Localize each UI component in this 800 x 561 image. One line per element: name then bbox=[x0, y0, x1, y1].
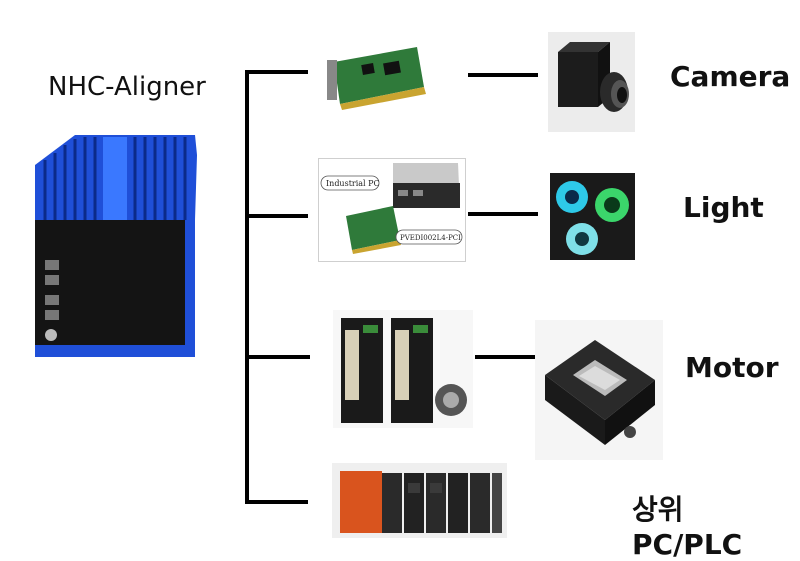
aligner-device-image bbox=[15, 125, 210, 370]
label-motor: Motor bbox=[685, 351, 779, 384]
bus-branch-motor bbox=[245, 355, 310, 359]
industrial-pc-callout: Industrial PC bbox=[326, 179, 380, 188]
ring-lights-image bbox=[550, 173, 635, 260]
bus-vertical-line bbox=[245, 70, 249, 503]
motor-stage-image bbox=[535, 320, 663, 460]
servo-drives-image bbox=[333, 310, 473, 428]
label-plc: 상위 PC/PLC bbox=[632, 493, 743, 561]
bus-branch-plc bbox=[245, 500, 308, 504]
motor-link-line bbox=[475, 355, 535, 359]
bus-branch-light bbox=[245, 214, 308, 218]
label-camera: Camera bbox=[670, 60, 791, 93]
camera-link-line bbox=[468, 73, 538, 77]
camera-image bbox=[548, 32, 635, 132]
plc-rack-image bbox=[332, 463, 507, 538]
industrial-pc-image: Industrial PC PVEDI002L4-PCI bbox=[318, 158, 466, 262]
light-link-line bbox=[468, 212, 538, 216]
device-title: NHC-Aligner bbox=[48, 72, 206, 102]
label-light: Light bbox=[683, 191, 764, 224]
frame-grabber-callout: PVEDI002L4-PCI bbox=[400, 234, 461, 242]
frame-grabber-card-image bbox=[322, 42, 432, 112]
bus-branch-top bbox=[245, 70, 308, 74]
